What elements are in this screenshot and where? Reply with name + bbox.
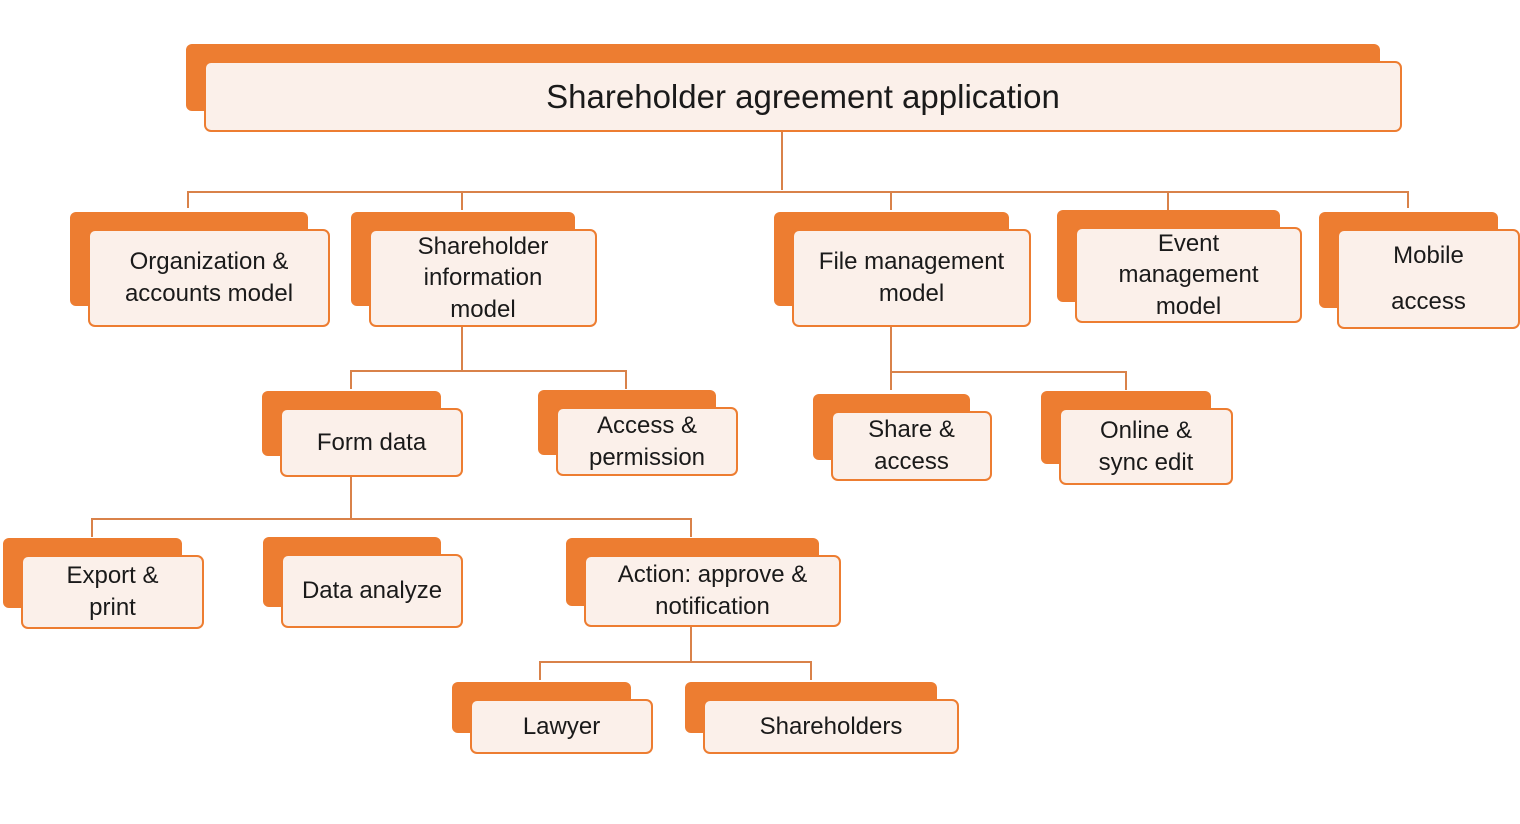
node-label: Mobile access — [1391, 242, 1466, 315]
node-root: Shareholder agreement application — [186, 44, 1402, 132]
node-label: Export & print — [66, 562, 159, 621]
node-access-permission: Access & permission — [538, 390, 738, 476]
node-label: Access & permission — [588, 411, 706, 471]
node-shareholders: Shareholders — [685, 682, 959, 754]
connector-form-bar — [91, 518, 692, 537]
node-label: Lawyer — [522, 712, 601, 740]
node-label: File management model — [818, 248, 1005, 307]
node-shareholder-information: Shareholder information model — [351, 212, 597, 327]
node-share-access: Share & access — [813, 394, 992, 481]
node-online-sync-edit: Online & sync edit — [1041, 391, 1233, 485]
node-label: Event management model — [1118, 229, 1259, 320]
node-label: Shareholder information model — [417, 232, 549, 323]
connector-root-bar — [187, 191, 1409, 208]
node-lawyer: Lawyer — [452, 682, 653, 754]
node-label: Shareholders — [759, 712, 903, 740]
connector-shinfo-bar — [350, 370, 627, 389]
node-form-data: Form data — [262, 391, 463, 477]
node-label: Action: approve & notification — [617, 561, 808, 620]
node-organization-accounts: Organization & accounts model — [70, 212, 330, 327]
connector-file-bar — [891, 371, 1127, 390]
node-data-analyze: Data analyze — [263, 537, 463, 628]
node-label: Share & access — [868, 416, 955, 475]
node-label: Online & sync edit — [1098, 416, 1194, 476]
node-label: Organization & accounts model — [124, 248, 294, 307]
node-export-print: Export & print — [3, 538, 204, 629]
connector-action-bar — [539, 661, 812, 680]
node-event-management: Event management model — [1057, 210, 1302, 323]
node-label: Form data — [316, 428, 427, 456]
node-mobile-access: Mobile access — [1319, 212, 1520, 329]
node-file-management: File management model — [774, 212, 1031, 327]
node-label: Shareholder agreement application — [546, 77, 1060, 115]
node-action-approve-notification: Action: approve & notification — [566, 538, 841, 627]
node-label: Data analyze — [301, 577, 443, 605]
